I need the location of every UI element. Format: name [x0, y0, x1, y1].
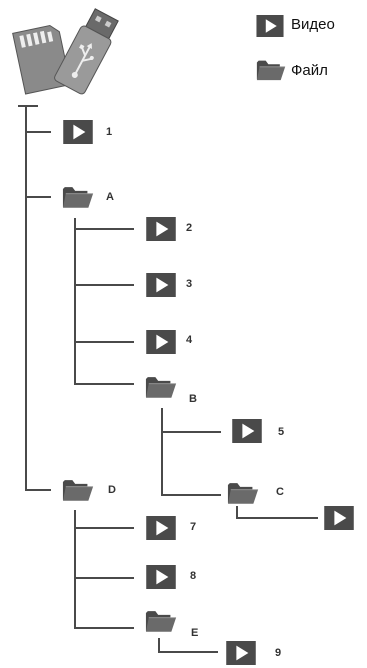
- video-icon: [146, 565, 176, 589]
- folder-icon: [145, 374, 177, 399]
- video-icon: [63, 120, 93, 144]
- node-label-folder-e: E: [191, 627, 199, 639]
- node-label-folder-d: D: [108, 484, 116, 496]
- video-icon: [146, 330, 176, 354]
- folder-icon: [62, 477, 94, 502]
- video-icon: [232, 419, 262, 443]
- legend-file-icon: [256, 58, 286, 81]
- legend-video-icon: [256, 15, 284, 37]
- folder-icon: [227, 480, 259, 505]
- video-icon: [146, 217, 176, 241]
- folder-icon: [62, 184, 94, 209]
- video-icon: [324, 506, 354, 530]
- folder-icon: [145, 608, 177, 633]
- video-icon: [146, 516, 176, 540]
- video-icon: [146, 273, 176, 297]
- node-label-video-3: 3: [186, 278, 193, 290]
- sd-card-and-usb-drive-icon: [6, 6, 128, 100]
- node-label-video-2: 2: [186, 222, 193, 234]
- node-label-video-4: 4: [186, 334, 193, 346]
- node-label-folder-c: C: [276, 486, 284, 498]
- node-label-video-8: 8: [190, 570, 197, 582]
- node-label-video-7: 7: [190, 521, 197, 533]
- node-label-video-9: 9: [275, 647, 282, 659]
- node-label-video-1: 1: [106, 126, 113, 138]
- node-label-folder-a: A: [106, 191, 114, 203]
- node-label-video-5: 5: [278, 426, 285, 438]
- video-icon: [226, 641, 256, 665]
- legend-video-label: Видео: [291, 16, 335, 33]
- legend-file-label: Файл: [291, 62, 328, 79]
- node-label-folder-b: B: [189, 393, 197, 405]
